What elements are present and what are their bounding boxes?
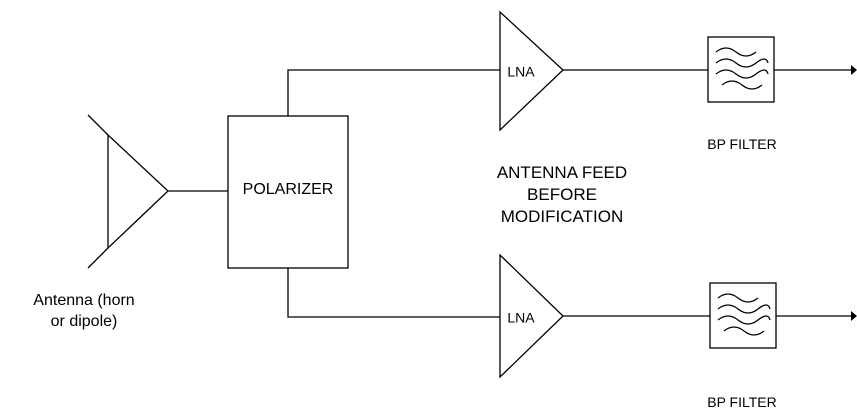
antenna-label-line-2: or dipole) bbox=[50, 313, 118, 330]
feed-caption: ANTENNA FEED BEFORE MODIFICATION bbox=[462, 162, 662, 228]
filter-bottom-wave-2 bbox=[717, 304, 771, 314]
lna-top-label: LNA bbox=[507, 64, 535, 80]
filter-top-wave-3 bbox=[715, 69, 769, 79]
bottom-branch-wire bbox=[287, 268, 500, 318]
filter-bottom-wave-1 bbox=[717, 293, 759, 303]
antenna-label: Antenna (horn or dipole) bbox=[14, 290, 154, 332]
filter-bottom-symbol bbox=[709, 282, 777, 349]
filter-top-label: BP FILTER bbox=[707, 136, 777, 152]
top-branch-wire bbox=[287, 69, 500, 116]
bottom-output-arrow bbox=[851, 311, 857, 321]
feed-caption-line-2: BEFORE bbox=[527, 185, 597, 204]
antenna-lower-arm bbox=[87, 247, 109, 269]
top-output-arrow bbox=[851, 65, 857, 75]
polarizer-label: POLARIZER bbox=[243, 181, 334, 198]
filter-top-wave-1 bbox=[715, 47, 757, 57]
filter-top-wave-4 bbox=[721, 80, 763, 90]
lna-top-triangle bbox=[499, 10, 564, 132]
lna-bottom-triangle bbox=[499, 253, 564, 379]
lna-bottom-label: LNA bbox=[507, 310, 535, 326]
filter-bottom-wave-3 bbox=[717, 315, 771, 325]
antenna-label-line-1: Antenna (horn bbox=[33, 292, 135, 309]
feed-caption-line-3: MODIFICATION bbox=[500, 207, 624, 226]
antenna-horn-triangle bbox=[107, 133, 169, 250]
antenna-symbol bbox=[87, 114, 169, 269]
antenna-upper-arm bbox=[87, 114, 109, 136]
filter-top-wave-2 bbox=[715, 58, 769, 68]
filter-bottom-label: BP FILTER bbox=[707, 394, 777, 410]
filter-top-symbol bbox=[707, 36, 775, 103]
filter-bottom-wave-4 bbox=[723, 326, 765, 336]
feed-caption-line-1: ANTENNA FEED bbox=[496, 163, 628, 182]
